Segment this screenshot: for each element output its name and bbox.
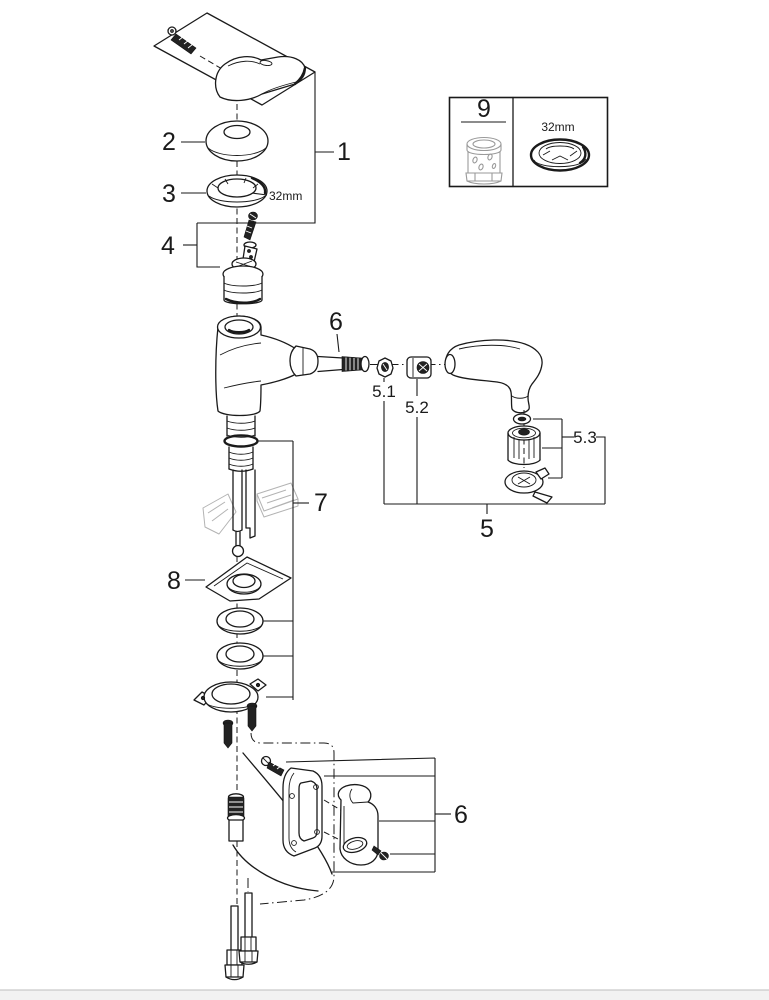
callout-1: 1 xyxy=(197,72,351,224)
callout-5-3: 5.3 xyxy=(533,418,606,504)
bottom-divider xyxy=(0,989,769,1000)
support-bracket xyxy=(205,556,292,602)
hose-coupling-part xyxy=(226,793,246,842)
callout-2-label: 2 xyxy=(162,128,176,156)
callout-5-1-label: 5.1 xyxy=(372,382,396,401)
handle-screw xyxy=(167,26,197,55)
hose-routing-centerline xyxy=(250,732,335,905)
callout-4: 4 xyxy=(161,223,220,268)
clamp-screws xyxy=(222,702,258,749)
callout-3: 3 32mm xyxy=(162,180,302,208)
spray-o-ring xyxy=(512,413,532,425)
tool-size-label: 32mm xyxy=(541,120,574,134)
callout-6-holder-label: 6 xyxy=(454,801,468,829)
supply-hoses xyxy=(224,878,259,981)
spray-head xyxy=(444,339,543,414)
callout-9-label: 9 xyxy=(477,95,491,123)
mousseur xyxy=(507,425,541,466)
wall-holder xyxy=(282,767,323,857)
holder-screw xyxy=(260,755,285,777)
callout-6-hose: 6 xyxy=(329,308,343,353)
spout-collar xyxy=(289,345,319,377)
callout-5-3-label: 5.3 xyxy=(573,428,597,447)
mousseur-holder xyxy=(504,467,553,504)
callout-5: 5.1 5.2 5 xyxy=(372,378,605,543)
cartridge-screw xyxy=(243,211,258,241)
callout-7: 7 xyxy=(258,440,328,700)
callout-6-hose-label: 6 xyxy=(329,308,343,336)
holder-cover xyxy=(337,783,379,866)
callout-6-holder: 6 xyxy=(285,757,468,873)
washer-1 xyxy=(216,607,264,635)
faucet-body xyxy=(215,315,370,417)
sink-deck-sketch xyxy=(202,482,299,535)
callout-4-label: 4 xyxy=(161,232,175,260)
tools-box: 9 32mm xyxy=(448,95,609,188)
escutcheon-cap xyxy=(205,120,269,162)
callout-1-label: 1 xyxy=(337,138,351,166)
callout-3-label: 3 xyxy=(162,180,176,208)
callout-8: 8 xyxy=(167,567,205,595)
callout-8-label: 8 xyxy=(167,567,181,595)
cartridge xyxy=(222,257,264,305)
ring-nut-size-label: 32mm xyxy=(269,189,302,203)
callout-5-2-label: 5.2 xyxy=(405,398,429,417)
callout-5-label: 5 xyxy=(480,515,494,543)
callout-2: 2 xyxy=(162,128,205,156)
pullout-hose-end xyxy=(317,355,370,373)
tailpiece xyxy=(223,415,259,472)
shank-tubes xyxy=(231,469,256,558)
lever-handle xyxy=(214,55,307,102)
spray-nut xyxy=(376,357,394,378)
handle-assembly xyxy=(153,12,316,316)
ring-nut-tool xyxy=(529,138,591,172)
cover-screw xyxy=(371,845,389,861)
spray-coupling xyxy=(406,356,432,379)
pullout-hose-curve-2 xyxy=(232,844,319,892)
washer-2 xyxy=(216,642,264,670)
clamp-ring xyxy=(193,678,267,713)
socket-tool xyxy=(465,136,503,185)
ring-nut xyxy=(206,174,268,208)
callout-7-label: 7 xyxy=(314,489,328,517)
